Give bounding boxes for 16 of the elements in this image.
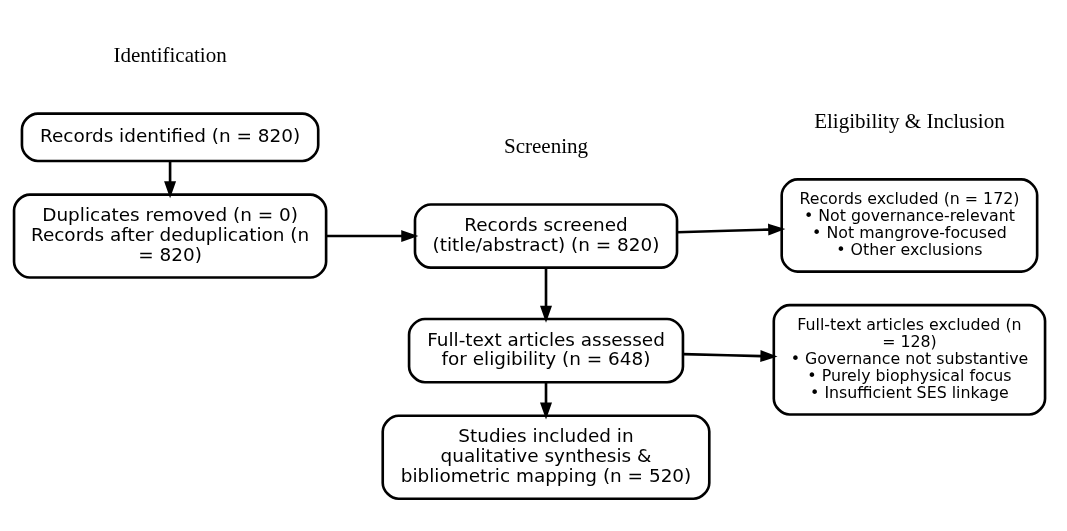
label: Identification — [113, 42, 227, 67]
node-box: Duplicates removed (n = 0) Records after deduplication (n = 820) — [12, 192, 328, 279]
node-box: Studies included in qualitative synthesis & bibliometric mapping (n = 520) — [381, 413, 711, 500]
node-box: Records identified (n = 820) — [20, 111, 320, 162]
arrow — [164, 160, 177, 198]
node-box: Full-text articles assessed for eligibility (n = 648) — [407, 317, 685, 383]
label: Eligibility & Inclusion — [814, 108, 1005, 133]
arrow — [540, 267, 552, 323]
arrow — [540, 382, 552, 420]
arrow — [677, 223, 786, 236]
arrow — [683, 349, 778, 362]
node-box: Records screened (title/abstract) (n = 820) — [413, 202, 679, 269]
node-box: Records excluded (n = 172) • Not governance-relevant • Not mangrove-focused • Other exclusions — [780, 177, 1039, 273]
node-box: Full-text articles excluded (n = 128) • Governance not substantive • Purely biophysical focus • Insufficient SES linkage — [772, 303, 1047, 416]
arrow — [326, 229, 419, 242]
label: Screening — [503, 133, 589, 158]
